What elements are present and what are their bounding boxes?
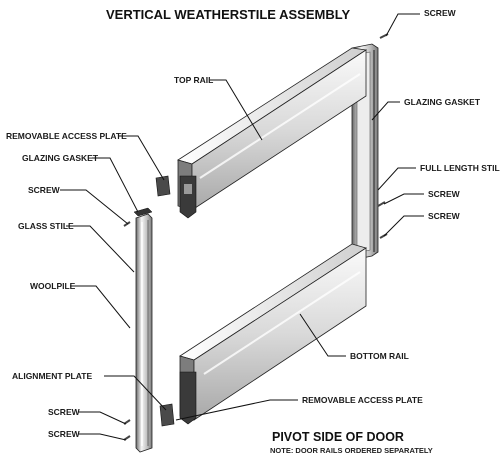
top-rail [177,47,368,219]
label-removable-access-plate-left: REMOVABLE ACCESS PLATE [6,131,127,141]
label-glazing-gasket-right: GLAZING GASKET [404,97,481,107]
label-screw-left-lower-2: SCREW [48,429,81,439]
bottom-rail [179,243,367,425]
label-removable-access-plate-bottom: REMOVABLE ACCESS PLATE [302,395,423,405]
label-alignment-plate: ALIGNMENT PLATE [12,371,92,381]
label-screw-left-upper: SCREW [28,185,61,195]
label-glass-stile: GLASS STILE [18,221,74,231]
label-glazing-gasket-left: GLAZING GASKET [22,153,99,163]
label-screw-top-right: SCREW [424,8,457,18]
label-bottom-rail: BOTTOM RAIL [350,351,409,361]
label-screw-right-lower: SCREW [428,211,461,221]
access-plate-lower [159,403,175,427]
label-screw-right-upper: SCREW [428,189,461,199]
access-plate-upper [155,175,171,197]
label-woolpile: WOOLPILE [30,281,76,291]
glass-stile [133,207,153,453]
leader-lines [60,13,424,441]
subtitle: PIVOT SIDE OF DOOR [272,430,404,444]
diagram-title: VERTICAL WEATHERSTILE ASSEMBLY [106,7,350,22]
label-full-length-stile: FULL LENGTH STILE [420,163,500,173]
label-top-rail: TOP RAIL [174,75,213,85]
label-screw-left-lower-1: SCREW [48,407,81,417]
ordering-note: NOTE: DOOR RAILS ORDERED SEPARATELY [270,446,433,455]
